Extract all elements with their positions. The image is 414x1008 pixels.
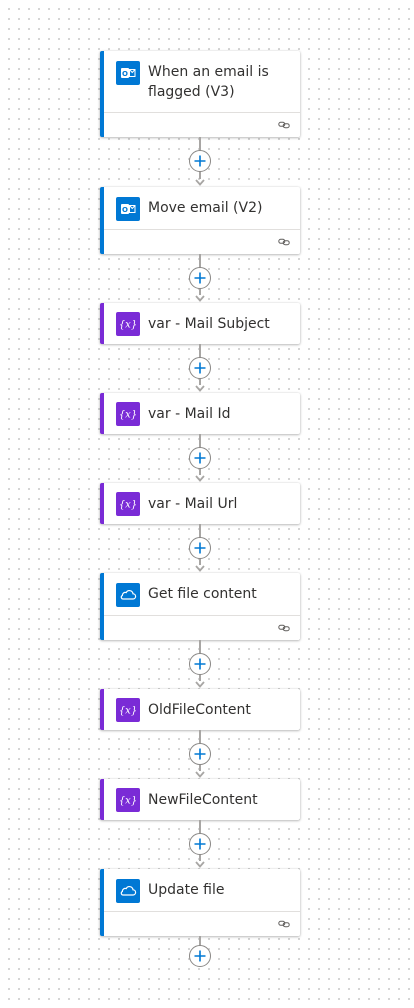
flow-step-old-file-content[interactable]: {x} OldFileContent [100,689,300,730]
flow-step-get-file-content[interactable]: Get file content [100,573,300,640]
step-title: var - Mail Id [148,405,231,422]
arrow-down-icon [195,475,205,482]
plus-icon [194,838,206,850]
step-title: OldFileContent [148,701,251,718]
card-header[interactable]: O Move email (V2) [104,187,300,221]
step-title: var - Mail Subject [148,315,270,332]
add-step-button[interactable] [189,743,211,765]
variable-icon: {x} [116,491,140,516]
connector-line [199,936,201,946]
add-step-button[interactable] [189,537,211,559]
plus-icon [194,362,206,374]
card-footer [104,615,300,640]
variable-icon: {x} [116,787,140,812]
card-header[interactable]: {x} var - Mail Id [104,393,300,434]
svg-text:{x}: {x} [119,499,137,510]
outlook-icon: O [116,61,140,85]
plus-icon [194,950,206,962]
add-step-button[interactable] [189,945,211,967]
add-step-button[interactable] [189,653,211,675]
flow-step-update-file[interactable]: Update file [100,869,300,936]
step-title: NewFileContent [148,791,258,808]
plus-icon [194,542,206,554]
card-header[interactable]: {x} OldFileContent [104,689,300,730]
card-header[interactable]: {x} NewFileContent [104,779,300,820]
flow-step-var-mail-subject[interactable]: {x} var - Mail Subject [100,303,300,344]
variable-icon: {x} [116,311,140,336]
outlook-icon: O [116,197,140,221]
svg-text:O: O [122,70,128,78]
variable-icon: {x} [116,697,140,722]
arrow-down-icon [195,861,205,868]
svg-text:{x}: {x} [119,319,137,330]
arrow-down-icon [195,681,205,688]
step-title: When an email is flagged (V3) [148,64,269,100]
onedrive-icon [116,583,140,607]
svg-text:{x}: {x} [119,795,137,806]
link-icon[interactable] [278,236,290,248]
arrow-down-icon [195,295,205,302]
arrow-down-icon [195,771,205,778]
flow-step-move-email[interactable]: O Move email (V2) [100,187,300,254]
plus-icon [194,272,206,284]
plus-icon [194,452,206,464]
card-header[interactable]: {x} var - Mail Url [104,483,300,524]
arrow-down-icon [195,565,205,572]
plus-icon [194,658,206,670]
card-header[interactable]: O When an email is flagged (V3) [104,51,300,102]
add-step-button[interactable] [189,447,211,469]
svg-text:{x}: {x} [119,705,137,716]
flow-step-var-mail-id[interactable]: {x} var - Mail Id [100,393,300,434]
step-title: var - Mail Url [148,495,238,512]
step-title: Move email (V2) [148,200,263,216]
plus-icon [194,155,206,167]
card-footer [104,911,300,936]
svg-text:{x}: {x} [119,409,137,420]
add-step-button[interactable] [189,267,211,289]
add-step-button[interactable] [189,833,211,855]
add-step-button[interactable] [189,357,211,379]
card-footer [104,229,300,254]
flow-step-email-flagged-trigger[interactable]: O When an email is flagged (V3) [100,51,300,137]
plus-icon [194,748,206,760]
card-header[interactable]: Get file content [104,573,300,607]
link-icon[interactable] [278,119,290,131]
arrow-down-icon [195,179,205,186]
onedrive-icon [116,879,140,903]
variable-icon: {x} [116,401,140,426]
flow-step-new-file-content[interactable]: {x} NewFileContent [100,779,300,820]
card-header[interactable]: Update file [104,869,300,903]
add-step-button[interactable] [189,150,211,172]
step-title: Get file content [148,586,257,602]
card-footer [104,112,300,137]
arrow-down-icon [195,385,205,392]
flow-step-var-mail-url[interactable]: {x} var - Mail Url [100,483,300,524]
svg-text:O: O [122,206,128,214]
link-icon[interactable] [278,918,290,930]
card-header[interactable]: {x} var - Mail Subject [104,303,300,344]
link-icon[interactable] [278,622,290,634]
step-title: Update file [148,882,225,898]
